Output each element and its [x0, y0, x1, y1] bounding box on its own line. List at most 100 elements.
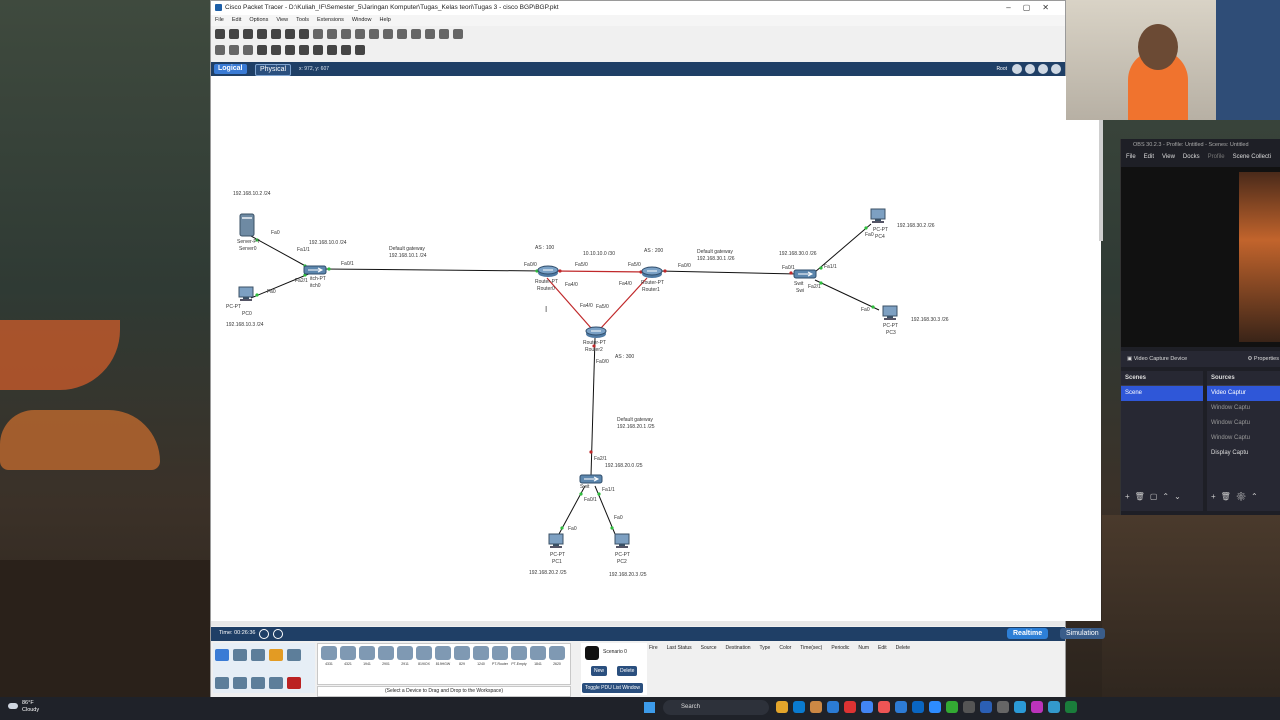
weather-widget[interactable]: 86°F Cloudy — [8, 700, 39, 714]
edge-icon[interactable] — [793, 701, 805, 713]
device-819iox-icon[interactable] — [416, 646, 432, 660]
obs-taskbar-icon[interactable] — [963, 701, 975, 713]
menu-view[interactable]: View — [276, 17, 289, 23]
image-icon[interactable] — [453, 29, 463, 39]
device-1941-icon[interactable] — [359, 646, 375, 660]
menu-edit[interactable]: Edit — [231, 17, 242, 23]
custom-device-icon[interactable] — [425, 29, 435, 39]
source-controls[interactable]: +🗑⚙⌃ — [1211, 492, 1263, 501]
scenario-select[interactable]: Scenario 0 — [603, 649, 627, 655]
new-scenario-button[interactable]: New — [591, 666, 608, 676]
cluster-icon[interactable] — [1025, 64, 1035, 74]
new-file-icon[interactable] — [215, 29, 225, 39]
menu-help[interactable]: Help — [379, 17, 391, 23]
open-file-icon[interactable] — [229, 29, 239, 39]
device-pt-empty-icon[interactable] — [511, 646, 527, 660]
resize-icon[interactable] — [243, 45, 253, 55]
app-icon[interactable] — [946, 701, 958, 713]
drawing-palette-icon[interactable] — [411, 29, 421, 39]
save-icon[interactable] — [243, 29, 253, 39]
app-icon[interactable] — [1031, 701, 1043, 713]
obs-menu-edit[interactable]: Edit — [1143, 154, 1155, 160]
activity-wizard-icon[interactable] — [299, 29, 309, 39]
scene-item[interactable]: Scene — [1121, 386, 1203, 401]
pc-icon[interactable] — [547, 533, 565, 549]
menu-file[interactable]: File — [215, 17, 224, 23]
device-1841-icon[interactable] — [530, 646, 546, 660]
tab-logical[interactable]: Logical — [214, 64, 247, 74]
device-4331-icon[interactable] — [321, 646, 337, 660]
info-icon[interactable] — [271, 29, 281, 39]
viewport-icon[interactable] — [439, 29, 449, 39]
back-icon[interactable] — [1012, 64, 1022, 74]
device-829-icon[interactable] — [454, 646, 470, 660]
freeform-icon[interactable] — [327, 45, 337, 55]
window-controls[interactable]: –▢✕ — [1006, 3, 1061, 12]
fast-forward-icon[interactable] — [273, 629, 283, 639]
pc-icon[interactable] — [237, 286, 255, 302]
router-icon[interactable] — [537, 264, 559, 278]
security-icon[interactable] — [287, 677, 301, 689]
windows-start-icon[interactable] — [644, 702, 655, 713]
source-item[interactable]: Window Captu — [1211, 405, 1251, 411]
scene-controls[interactable]: +🗑▢⌃⌄ — [1125, 492, 1186, 501]
zoom-out-icon[interactable] — [397, 29, 407, 39]
obs-menu-view[interactable]: View — [1162, 154, 1175, 160]
taskbar-search[interactable]: Search — [663, 700, 769, 715]
device-pt-router-icon[interactable] — [492, 646, 508, 660]
device-2901-icon[interactable] — [378, 646, 394, 660]
zoom-in-icon[interactable] — [369, 29, 379, 39]
components-icon[interactable] — [251, 649, 265, 661]
pdu-simple-icon[interactable] — [341, 45, 351, 55]
paste-icon[interactable] — [327, 29, 337, 39]
ellipse-icon[interactable] — [313, 45, 323, 55]
undo-icon[interactable] — [341, 29, 351, 39]
zoom-reset-icon[interactable] — [383, 29, 393, 39]
properties-button[interactable]: ⚙ Properties — [1247, 356, 1279, 362]
line-icon[interactable] — [285, 45, 295, 55]
routers-icon[interactable] — [215, 677, 229, 689]
device-819hgw-icon[interactable] — [435, 646, 451, 660]
realtime-mode-button[interactable]: Realtime — [1007, 628, 1049, 639]
store-icon[interactable] — [810, 701, 822, 713]
horizontal-scrollbar[interactable] — [211, 621, 1065, 626]
router-icon[interactable] — [641, 265, 663, 279]
app-icon[interactable] — [1014, 701, 1026, 713]
switch-icon[interactable] — [579, 473, 603, 485]
device-1240-icon[interactable] — [473, 646, 489, 660]
redo-icon[interactable] — [355, 29, 365, 39]
pc-icon[interactable] — [613, 533, 631, 549]
switches-icon[interactable] — [233, 677, 247, 689]
record-icon[interactable] — [585, 646, 599, 660]
network-devices-icon[interactable] — [215, 649, 229, 661]
source-item[interactable]: Window Captu — [1211, 420, 1251, 426]
connections-icon[interactable] — [269, 649, 283, 661]
rectangle-icon[interactable] — [299, 45, 309, 55]
chrome-icon[interactable] — [861, 701, 873, 713]
print-icon[interactable] — [257, 29, 267, 39]
copy-icon[interactable] — [313, 29, 323, 39]
delete-icon[interactable] — [257, 45, 267, 55]
mail-icon[interactable] — [827, 701, 839, 713]
tab-physical[interactable]: Physical — [255, 64, 292, 76]
simulation-mode-button[interactable]: Simulation — [1060, 628, 1105, 639]
logical-workspace[interactable]: 192.168.10.2 /24 Server-PT Server0 Fa0 F… — [211, 76, 1101, 621]
pdu-complex-icon[interactable] — [355, 45, 365, 55]
server-icon[interactable] — [239, 213, 255, 237]
power-cycle-icon[interactable] — [259, 629, 269, 639]
app-icon[interactable] — [980, 701, 992, 713]
move-object-icon[interactable] — [1038, 64, 1048, 74]
device-2911-icon[interactable] — [397, 646, 413, 660]
end-devices-icon[interactable] — [233, 649, 247, 661]
toggle-pdu-list-button[interactable]: Toggle PDU List Window — [582, 683, 644, 693]
obs-menu-scene-collection[interactable]: Scene Collecti — [1232, 154, 1271, 160]
menu-options[interactable]: Options — [249, 17, 269, 23]
pc-icon[interactable] — [881, 305, 899, 321]
hubs-icon[interactable] — [251, 677, 265, 689]
app-icon[interactable] — [878, 701, 890, 713]
obs-preview[interactable] — [1121, 167, 1280, 347]
menu-tools[interactable]: Tools — [296, 17, 309, 23]
zoom-icon[interactable] — [929, 701, 941, 713]
select-icon[interactable] — [215, 45, 225, 55]
set-tiled-background-icon[interactable] — [1051, 64, 1061, 74]
